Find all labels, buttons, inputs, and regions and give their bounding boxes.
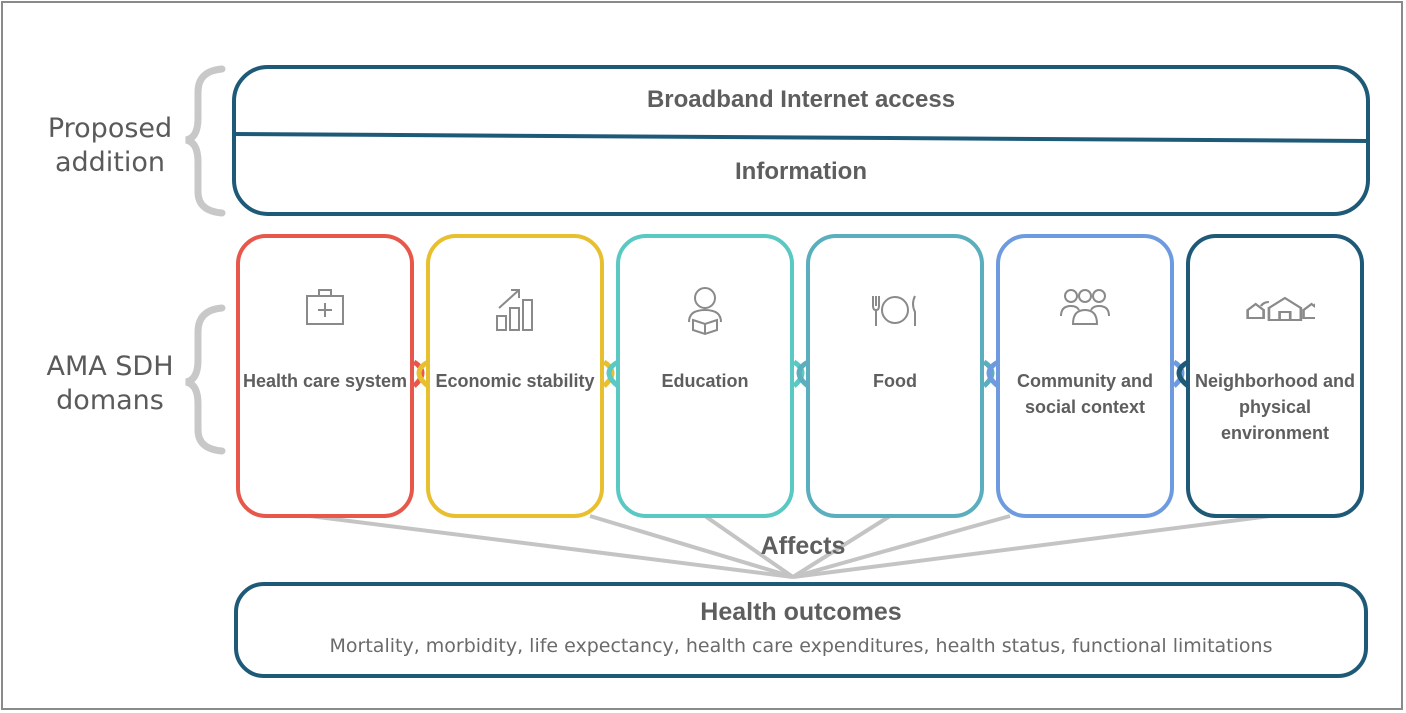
card-label: Food <box>873 371 917 391</box>
card-community: Community and social context <box>996 234 1174 518</box>
health-outcomes-title: Health outcomes <box>700 598 902 626</box>
plate-cutlery-icon <box>872 295 916 326</box>
card-neighborhood: Neighborhood and physical environment <box>1186 234 1364 518</box>
card-label: Community and social context <box>1016 371 1153 417</box>
ama-sdh-label: AMA SDH domans <box>46 351 174 416</box>
connector-line <box>792 514 1271 579</box>
connector-line <box>792 514 1011 579</box>
connector-line <box>589 514 794 579</box>
student-reading-icon <box>688 287 722 336</box>
card-economic: Economic stability <box>426 234 604 518</box>
health-outcomes-box: Health outcomes Mortality, morbidity, li… <box>234 582 1368 678</box>
connector-line <box>703 514 795 579</box>
card-label: Health care system <box>242 371 408 391</box>
affects-label: Affects <box>760 532 846 560</box>
card-education: Education <box>616 234 794 518</box>
information-label: Information <box>735 158 867 185</box>
card-health-care: Health care system <box>236 234 414 518</box>
proposed-addition-label: Proposed addition <box>47 113 173 178</box>
growth-chart-icon <box>496 289 533 331</box>
card-label: Economic stability <box>435 371 595 391</box>
people-group-icon <box>1060 289 1110 325</box>
connector-line <box>309 514 794 579</box>
connector-lines <box>309 514 1271 579</box>
first-aid-kit-icon <box>306 289 344 325</box>
card-label: Education <box>661 371 749 391</box>
bar-divider <box>233 132 1369 143</box>
broadband-label: Broadband Internet access <box>646 86 956 113</box>
houses-icon <box>1246 296 1315 321</box>
card-label: Neighborhood and physical environment <box>1195 371 1355 443</box>
proposed-bracket <box>185 65 226 217</box>
ama-bracket <box>185 304 226 455</box>
health-outcomes-subtitle: Mortality, morbidity, life expectancy, h… <box>329 635 1273 657</box>
card-food: Food <box>806 234 984 518</box>
connector-line <box>791 514 892 579</box>
